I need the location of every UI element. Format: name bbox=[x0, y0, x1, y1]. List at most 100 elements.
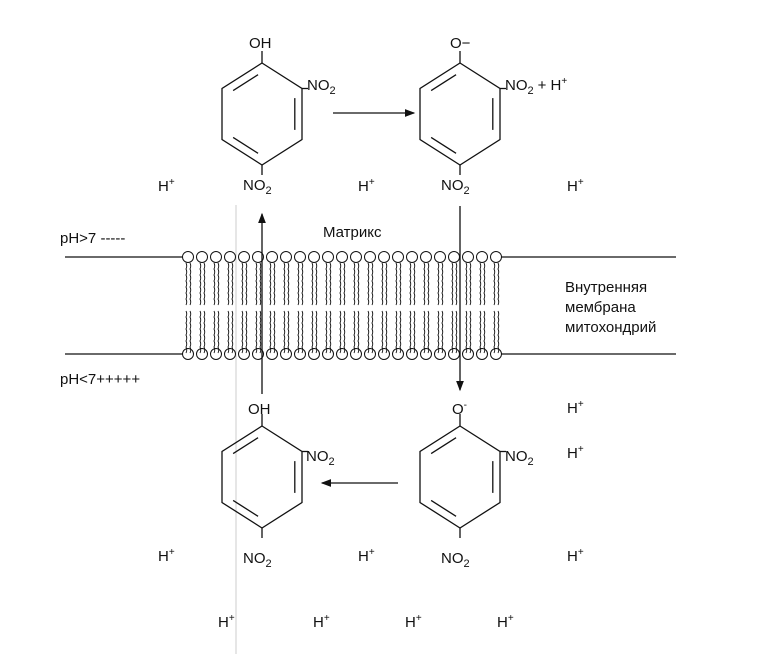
lipid-tail bbox=[479, 310, 482, 354]
lipid-tail bbox=[269, 310, 272, 354]
lipid-tail bbox=[497, 262, 500, 306]
lipid-tail bbox=[451, 262, 454, 306]
membrane-label-line2: мембрана bbox=[565, 299, 636, 316]
lipid-tail bbox=[189, 310, 192, 354]
lipid-tail bbox=[483, 262, 486, 306]
lipid-head bbox=[280, 348, 292, 360]
lipid-tail bbox=[297, 310, 300, 354]
lipid-head bbox=[182, 348, 194, 360]
lipid-head bbox=[280, 251, 292, 263]
lipid-tail bbox=[273, 262, 276, 306]
lipid-tail bbox=[283, 310, 286, 354]
lipid-head bbox=[196, 348, 208, 360]
proton-label: H+ bbox=[218, 613, 235, 631]
lipid-tail bbox=[259, 310, 262, 354]
lipid-tail bbox=[353, 262, 356, 306]
lipid-tail bbox=[455, 310, 458, 354]
lipid-tail bbox=[245, 262, 248, 306]
lipid-tail bbox=[357, 310, 360, 354]
proton-label: H+ bbox=[567, 444, 584, 462]
lipid-head bbox=[336, 348, 348, 360]
lipid-tail bbox=[385, 310, 388, 354]
lipid-tail bbox=[381, 310, 384, 354]
lipid-tail bbox=[441, 310, 444, 354]
lipid-tail bbox=[343, 310, 346, 354]
lipid-head bbox=[210, 251, 222, 263]
no2-label: NO2 bbox=[243, 177, 272, 197]
lipid-tail bbox=[339, 310, 342, 354]
lipid-tail bbox=[287, 310, 290, 354]
lipid-tail bbox=[217, 262, 220, 306]
lipid-tail bbox=[427, 310, 430, 354]
lipid-head bbox=[336, 251, 348, 263]
lipid-tail bbox=[241, 310, 244, 354]
lipid-head bbox=[406, 348, 418, 360]
lipid-tail bbox=[259, 262, 262, 306]
lipid-tail bbox=[343, 262, 346, 306]
lipid-tail bbox=[367, 310, 370, 354]
lipid-tail bbox=[203, 262, 206, 306]
lipid-tail bbox=[273, 310, 276, 354]
lipid-tail bbox=[427, 262, 430, 306]
lipid-tail bbox=[395, 310, 398, 354]
lipid-head bbox=[392, 348, 404, 360]
lipid-tail bbox=[451, 310, 454, 354]
lipid-head bbox=[182, 251, 194, 263]
no2-label: NO2 bbox=[307, 77, 336, 97]
lipid-tail bbox=[189, 262, 192, 306]
lipid-tail bbox=[385, 262, 388, 306]
dinitrophenol-matrix bbox=[221, 51, 308, 175]
lipid-tail bbox=[245, 310, 248, 354]
phenolate-label: O− bbox=[450, 35, 471, 52]
lipid-tail bbox=[437, 262, 440, 306]
lipid-head bbox=[448, 348, 460, 360]
membrane-label-line3: митохондрий bbox=[565, 319, 656, 336]
lipid-head bbox=[392, 251, 404, 263]
lipid-head bbox=[238, 251, 250, 263]
proton-label: H+ bbox=[497, 613, 514, 631]
lipid-tail bbox=[437, 310, 440, 354]
lipid-tail bbox=[413, 262, 416, 306]
lipid-tail bbox=[325, 310, 328, 354]
ph-intermembrane-label: pH<7+++++ bbox=[60, 371, 140, 388]
lipid-tail bbox=[479, 262, 482, 306]
lipid-head bbox=[378, 348, 390, 360]
matrix-label: Матрикс bbox=[323, 224, 382, 241]
lipid-head bbox=[476, 251, 488, 263]
lipid-tail bbox=[493, 310, 496, 354]
lipid-tail bbox=[311, 310, 314, 354]
lipid-tail bbox=[483, 310, 486, 354]
lipid-tail bbox=[409, 262, 412, 306]
no2-label: NO2 bbox=[243, 550, 272, 570]
lipid-head bbox=[224, 348, 236, 360]
lipid-tail bbox=[381, 262, 384, 306]
lipid-tail bbox=[329, 310, 332, 354]
lipid-tail bbox=[469, 310, 472, 354]
no2-label: NO2 bbox=[505, 448, 534, 468]
lipid-tail bbox=[409, 310, 412, 354]
lipid-head bbox=[490, 348, 502, 360]
oh-label: OH bbox=[249, 35, 272, 52]
lipid-tail bbox=[231, 310, 234, 354]
proton-label: H+ bbox=[567, 177, 584, 195]
lipid-tail bbox=[315, 262, 318, 306]
lipid-tail bbox=[413, 310, 416, 354]
lipid-tail bbox=[395, 262, 398, 306]
lipid-tail bbox=[297, 262, 300, 306]
lipid-tail bbox=[255, 310, 258, 354]
lipid-head bbox=[224, 251, 236, 263]
lipid-tail bbox=[227, 310, 230, 354]
lipid-tail bbox=[255, 262, 258, 306]
proton-label: H+ bbox=[567, 399, 584, 417]
lipid-head bbox=[462, 348, 474, 360]
lipid-head bbox=[434, 348, 446, 360]
lipid-tail bbox=[185, 310, 188, 354]
lipid-bilayer bbox=[182, 251, 502, 360]
no2-plus-h-label: NO2+ H+ bbox=[505, 76, 567, 97]
lipid-tail bbox=[315, 310, 318, 354]
lipid-tail bbox=[311, 262, 314, 306]
lipid-head bbox=[350, 348, 362, 360]
proton-label: H+ bbox=[405, 613, 422, 631]
proton-label: H+ bbox=[313, 613, 330, 631]
